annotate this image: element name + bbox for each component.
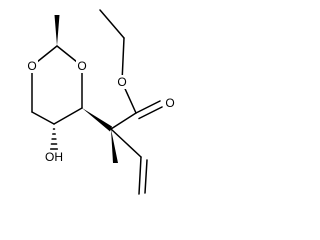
- carbonyl-oxygen: O: [164, 96, 176, 110]
- ester-ether-oxygen: O: [116, 75, 128, 89]
- wedge-bond-c4-quaternary: [82, 108, 112, 132]
- molecule-structure-diagram: O O O O OH: [26, 9, 176, 195]
- hydroxyl-label: OH: [45, 150, 63, 164]
- bond-ch2-ch3: [99, 9, 125, 39]
- bond-quaternary-carbonyl: [110, 112, 137, 130]
- wedge-bond-c2-methyl: [54, 15, 60, 46]
- carbonyl-oxygen-label: O: [165, 96, 174, 110]
- ring-oxygen-upper-right-label: O: [77, 59, 86, 73]
- bond-quaternary-vinyl: [110, 128, 142, 158]
- bond-vinyl-double-1: [138, 156, 142, 195]
- bond-carbonyl-double-2: [138, 106, 163, 120]
- bond-o-ch2: [121, 37, 125, 83]
- ring-oxygen-upper-right: O: [76, 59, 88, 73]
- ring-oxygen-upper-left: O: [26, 59, 38, 73]
- hashed-bond-c5-oh: [49, 128, 59, 150]
- wedge-bond-quaternary-methyl: [111, 129, 118, 163]
- bond-c5-ch2: [31, 111, 55, 125]
- bond-carbonyl-double-1: [135, 100, 161, 114]
- ester-ether-oxygen-label: O: [117, 75, 126, 89]
- hydroxyl-group: OH: [42, 150, 66, 164]
- bond-vinyl-double-2: [144, 159, 148, 194]
- bond-c4-c5: [53, 107, 83, 125]
- ring-oxygen-upper-left-label: O: [27, 59, 36, 73]
